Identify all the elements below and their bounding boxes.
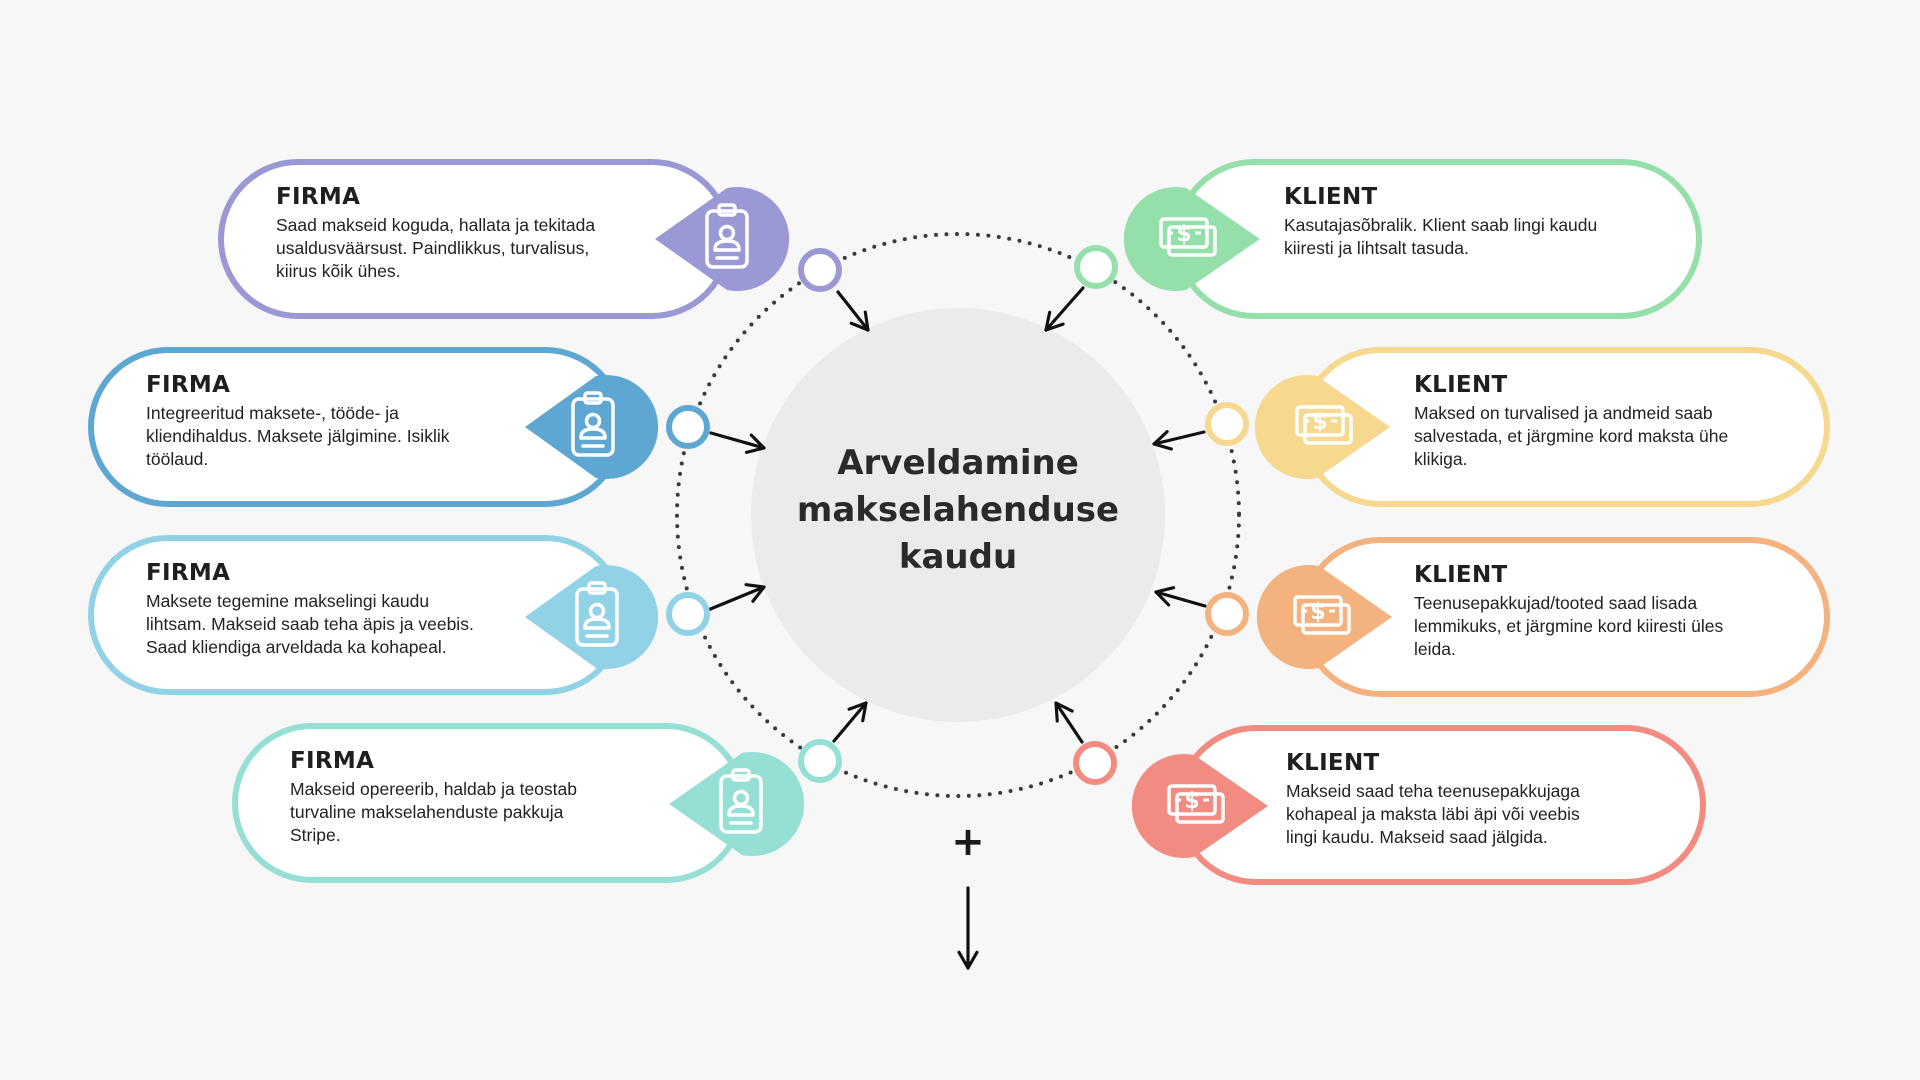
card-description: Maksed on turvalised ja andmeid saab sal… bbox=[1414, 402, 1728, 471]
klient-card-4: KLIENT Makseid saad teha teenusepakkujag… bbox=[1176, 725, 1706, 885]
ring-node bbox=[666, 592, 710, 636]
card-desc-line: Kasutajasõbralik. Klient saab lingi kaud… bbox=[1284, 215, 1598, 236]
plus-sign: + bbox=[951, 819, 985, 865]
card-desc-line: lemmikuks, et järgmine kord kiiresti üle… bbox=[1414, 616, 1724, 637]
card-desc-line: Makseid saad teha teenusepakkujaga bbox=[1286, 781, 1580, 802]
ring-node bbox=[798, 739, 842, 783]
card-title: FIRMA bbox=[290, 748, 375, 774]
connector-arrow bbox=[832, 701, 868, 743]
card-desc-line: Maksed on turvalised ja andmeid saab bbox=[1414, 403, 1713, 424]
card-title: KLIENT bbox=[1284, 184, 1378, 210]
card-desc-line: leida. bbox=[1414, 639, 1456, 660]
dotted-ring bbox=[675, 232, 1241, 798]
card-desc-line: turvaline makselahenduste pakkuja bbox=[290, 802, 564, 823]
klient-card-3: KLIENT Teenusepakkujad/tooted saad lisad… bbox=[1300, 537, 1830, 697]
card-title: KLIENT bbox=[1414, 372, 1508, 398]
card-desc-line: lihtsam. Makseid saab teha äpis ja veebi… bbox=[146, 614, 474, 635]
connector-arrow bbox=[1154, 586, 1207, 608]
card-desc-line: kiiresti ja lihtsalt tasuda. bbox=[1284, 238, 1469, 259]
firma-card-2: FIRMA Integreeritud maksete-, tööde- ja … bbox=[88, 347, 625, 507]
card-title: KLIENT bbox=[1414, 562, 1508, 588]
center-title-line: kaudu bbox=[898, 537, 1018, 577]
card-desc-line: lingi kaudu. Makseid saad jälgida. bbox=[1286, 827, 1548, 848]
card-desc-line: usaldusväärsust. Paindlikkus, turvalisus… bbox=[276, 238, 590, 259]
card-description: Kasutajasõbralik. Klient saab lingi kaud… bbox=[1284, 214, 1597, 260]
ring-node bbox=[1074, 245, 1118, 289]
klient-card-1: KLIENT Kasutajasõbralik. Klient saab lin… bbox=[1174, 159, 1702, 319]
firma-card-4: FIRMA Makseid opereerib, haldab ja teost… bbox=[232, 723, 746, 883]
klient-card-2: KLIENT Maksed on turvalised ja andmeid s… bbox=[1300, 347, 1830, 507]
card-description: Saad makseid koguda, hallata ja tekitada… bbox=[276, 214, 595, 283]
card-desc-line: töölaud. bbox=[146, 449, 209, 470]
card-title: FIRMA bbox=[146, 560, 231, 586]
card-description: Makseid saad teha teenusepakkujaga kohap… bbox=[1286, 780, 1580, 849]
center-title-line: makselahenduse bbox=[796, 490, 1120, 530]
card-title: KLIENT bbox=[1286, 750, 1380, 776]
card-description: Teenusepakkujad/tooted saad lisada lemmi… bbox=[1414, 592, 1723, 661]
card-desc-line: kliendihaldus. Maksete jälgimine. Isikli… bbox=[146, 426, 450, 447]
card-desc-line: klikiga. bbox=[1414, 449, 1468, 470]
card-desc-line: Integreeritud maksete-, tööde- ja bbox=[146, 403, 399, 424]
ring-node bbox=[798, 248, 842, 292]
ring-node bbox=[1205, 592, 1249, 636]
ring-node bbox=[1205, 402, 1249, 446]
card-desc-line: Teenusepakkujad/tooted saad lisada bbox=[1414, 593, 1698, 614]
card-description: Maksete tegemine makselingi kaudu lihtsa… bbox=[146, 590, 474, 659]
center-title: Arveldamine makselahenduse kaudu bbox=[758, 440, 1158, 581]
card-desc-line: Makseid opereerib, haldab ja teostab bbox=[290, 779, 577, 800]
card-title: FIRMA bbox=[276, 184, 361, 210]
card-desc-line: Saad makseid koguda, hallata ja tekitada bbox=[276, 215, 596, 236]
connector-arrow bbox=[1054, 701, 1084, 744]
card-desc-line: Stripe. bbox=[290, 825, 341, 846]
card-desc-line: Saad kliendiga arveldada ka kohapeal. bbox=[146, 637, 447, 658]
ring-node bbox=[1073, 741, 1117, 785]
connector-arrow bbox=[1152, 430, 1206, 451]
connector-layer bbox=[666, 245, 1249, 970]
firma-card-3: FIRMA Maksete tegemine makselingi kaudu … bbox=[88, 535, 625, 695]
card-desc-line: kohapeal ja maksta läbi äpi või veebis bbox=[1286, 804, 1580, 825]
connector-arrow bbox=[1044, 286, 1085, 332]
ring-node bbox=[666, 405, 710, 449]
card-desc-line: kiirus kõik ühes. bbox=[276, 261, 401, 282]
firma-card-1: FIRMA Saad makseid koguda, hallata ja te… bbox=[218, 159, 732, 319]
card-description: Makseid opereerib, haldab ja teostab tur… bbox=[290, 778, 577, 847]
center-title-line: Arveldamine bbox=[837, 443, 1079, 483]
card-title: FIRMA bbox=[146, 372, 231, 398]
card-desc-line: Maksete tegemine makselingi kaudu bbox=[146, 591, 430, 612]
card-desc-line: salvestada, et järgmine kord maksta ühe bbox=[1414, 426, 1729, 447]
center-circle bbox=[751, 308, 1165, 722]
connector-arrow bbox=[836, 290, 870, 332]
connector-arrow bbox=[709, 431, 766, 454]
connector-arrow bbox=[706, 583, 766, 612]
card-description: Integreeritud maksete-, tööde- ja kliend… bbox=[146, 402, 449, 471]
